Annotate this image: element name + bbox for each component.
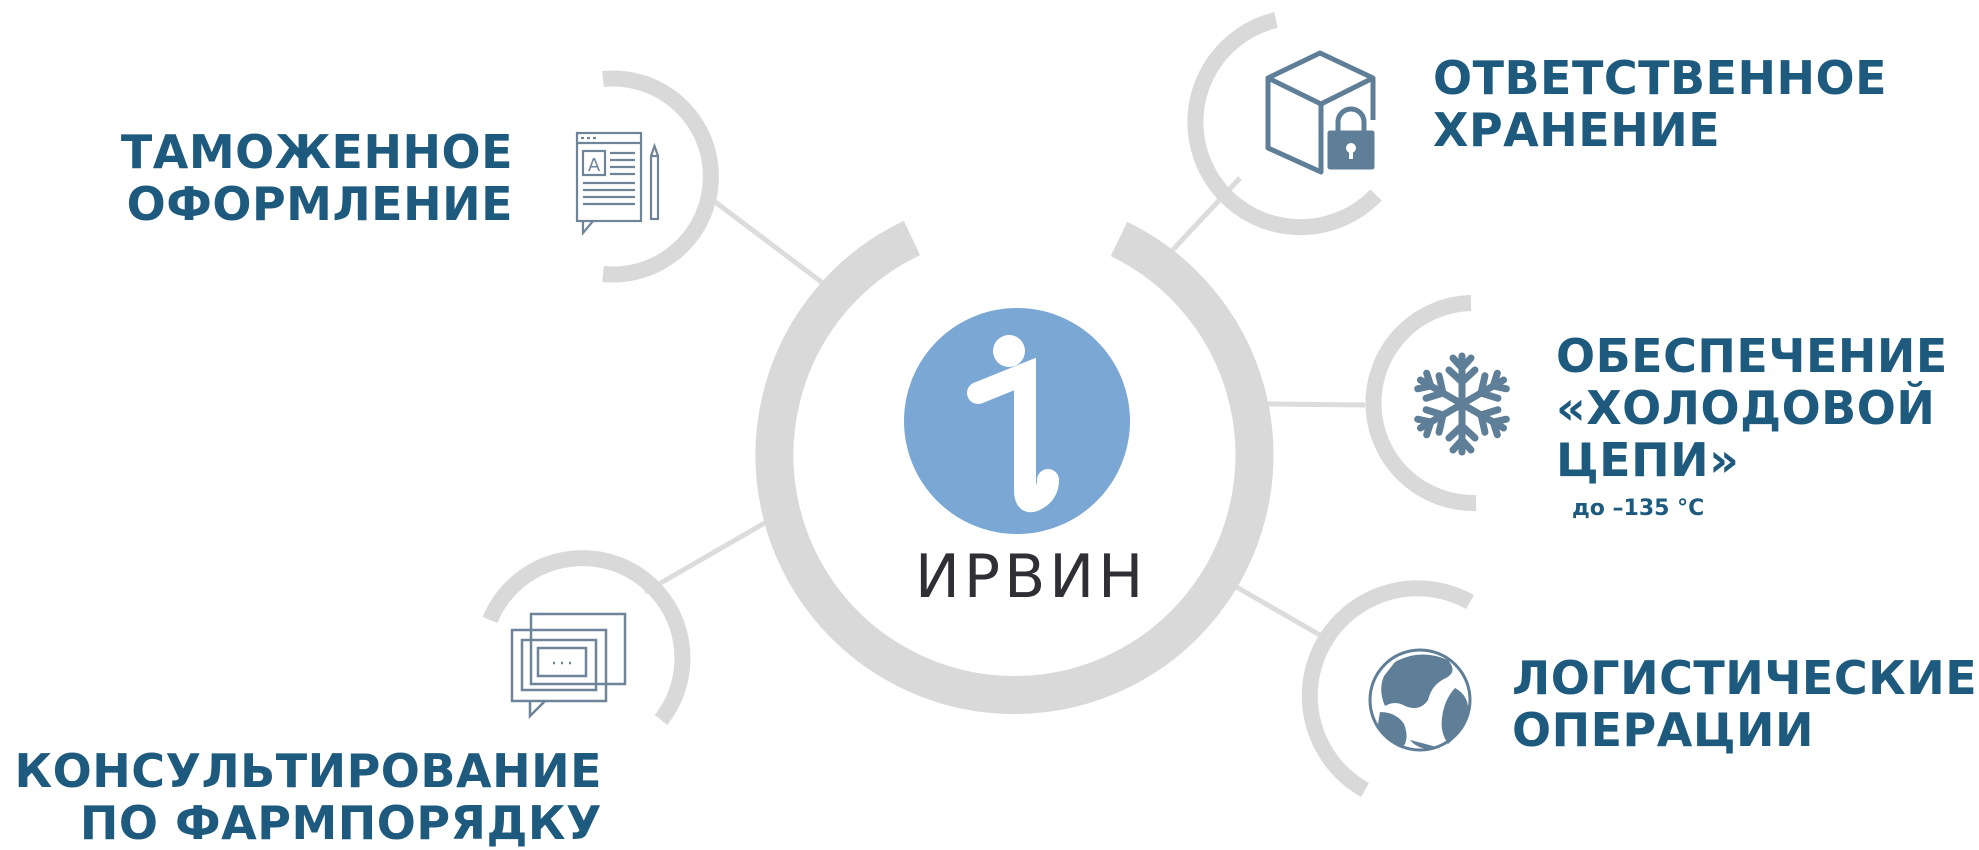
label-line: КОНСУЛЬТИРОВАНИЕ — [14, 744, 602, 798]
locked-box-icon — [1265, 50, 1376, 175]
connector-cold-chain — [1264, 401, 1366, 408]
connectors — [643, 176, 1366, 641]
label-line: «ХОЛОДОВОЙ — [1556, 381, 1936, 435]
globe-icon — [1368, 648, 1472, 752]
connector-consulting — [643, 517, 772, 595]
label-line: ОПЕРАЦИИ — [1512, 703, 1815, 757]
connector-logistics — [1231, 582, 1327, 641]
label-line: ЦЕПИ» — [1556, 433, 1740, 487]
label-logistics: ЛОГИСТИЧЕСКИЕ ОПЕРАЦИИ — [1512, 652, 1977, 756]
label-customs: ТАМОЖЕННОЕ ОФОРМЛЕНИЕ — [121, 126, 513, 230]
snowflake-icon — [1414, 352, 1510, 452]
connector-customs — [708, 196, 830, 289]
label-line: ПО ФАРМПОРЯДКУ — [79, 796, 602, 850]
label-line: ЛОГИСТИЧЕСКИЕ — [1512, 651, 1978, 705]
label-storage: ОТВЕТСТВЕННОЕ ХРАНЕНИЕ — [1433, 52, 1887, 156]
ring-customs — [602, 70, 719, 283]
ring-consulting — [482, 550, 691, 725]
label-line: ОБЕСПЕЧЕНИЕ — [1556, 329, 1948, 383]
svg-text:A: A — [588, 155, 601, 176]
label-line: ТАМОЖЕННОЕ — [120, 125, 513, 179]
ring-cold-chain — [1365, 295, 1477, 512]
cold-chain-note: до –135 °С — [1572, 496, 1705, 521]
brand-name: ИРВИН — [915, 542, 1148, 612]
label-consulting: КОНСУЛЬТИРОВАНИЕ ПО ФАРМПОРЯДКУ — [15, 745, 602, 849]
ring-logistics — [1301, 580, 1474, 797]
label-line: ОТВЕТСТВЕННОЕ — [1433, 51, 1887, 105]
label-cold-chain: ОБЕСПЕЧЕНИЕ «ХОЛОДОВОЙ ЦЕПИ» — [1556, 330, 1948, 486]
label-line: ОФОРМЛЕНИЕ — [126, 177, 513, 231]
label-line: ХРАНЕНИЕ — [1433, 103, 1721, 157]
ring-storage — [1187, 12, 1382, 236]
central-ring — [755, 220, 1274, 714]
logo-i-icon — [967, 335, 1059, 513]
customs-document-icon: A — [575, 131, 660, 237]
chat-window-icon — [510, 612, 627, 720]
